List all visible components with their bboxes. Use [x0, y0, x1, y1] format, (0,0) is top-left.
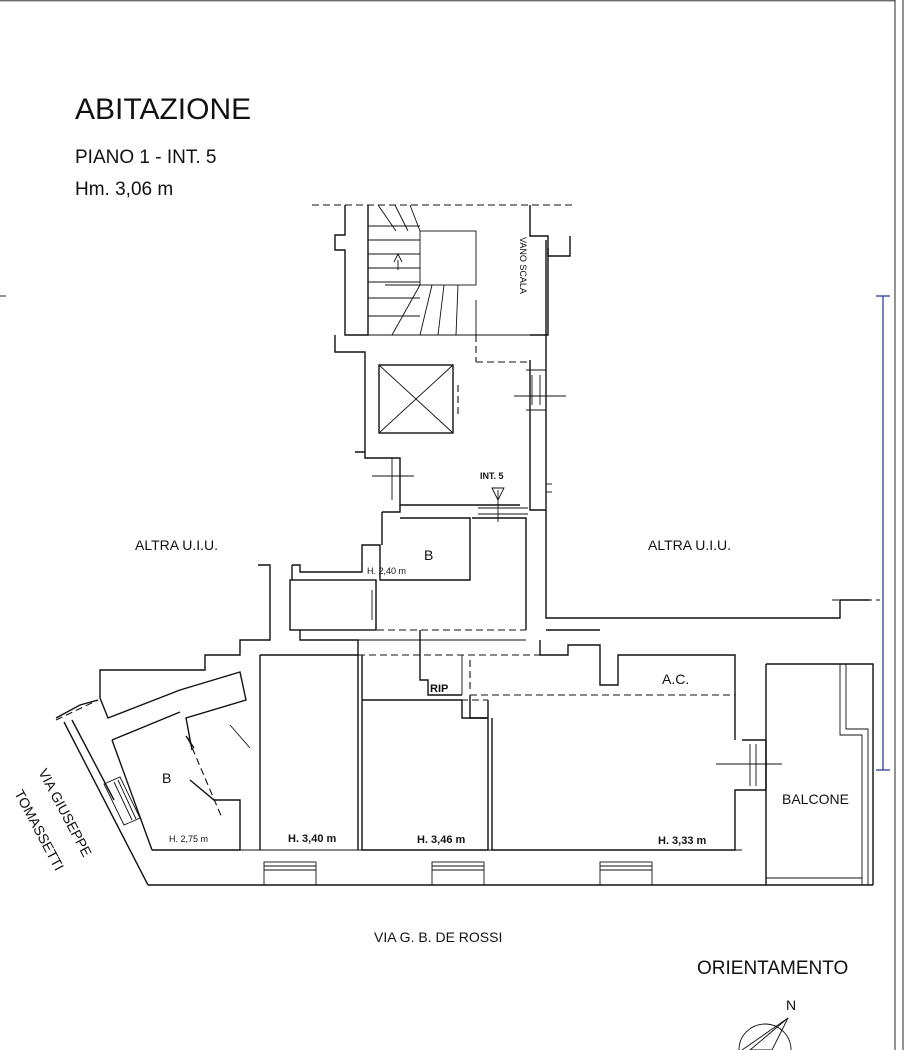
orientation-label: ORIENTAMENTO: [697, 958, 848, 979]
stairwell: [312, 204, 572, 522]
entrance-label: INT. 5: [480, 471, 504, 481]
other-unit-left-label: ALTRA U.I.U.: [135, 537, 218, 553]
room1-height: H. 3,40 m: [288, 833, 337, 845]
north-label: N: [786, 997, 796, 1013]
room3-height: H. 3,33 m: [658, 835, 707, 847]
rip-label: RIP: [430, 683, 448, 695]
other-unit-right-label: ALTRA U.I.U.: [648, 537, 731, 553]
ac-label: A.C.: [662, 671, 689, 687]
stair-label: VANO SCALA: [518, 237, 528, 294]
room2-height: H. 3,46 m: [417, 834, 466, 846]
balcony-label: BALCONE: [782, 791, 849, 807]
page-title: ABITAZIONE: [75, 93, 251, 126]
height-label: Hm. 3,06 m: [75, 179, 173, 200]
closet-b-upper-label: B: [424, 547, 433, 563]
closet-b-lower-label: B: [162, 770, 171, 786]
apartment-walls: [55, 510, 880, 886]
street-bottom-label: VIA G. B. DE ROSSI: [374, 929, 502, 945]
compass-icon: [738, 1017, 792, 1050]
closet-b-upper-height: H. 2,40 m: [367, 566, 406, 576]
floor-label: PIANO 1 - INT. 5: [75, 147, 216, 168]
closet-b-lower-height: H. 2,75 m: [169, 834, 208, 844]
